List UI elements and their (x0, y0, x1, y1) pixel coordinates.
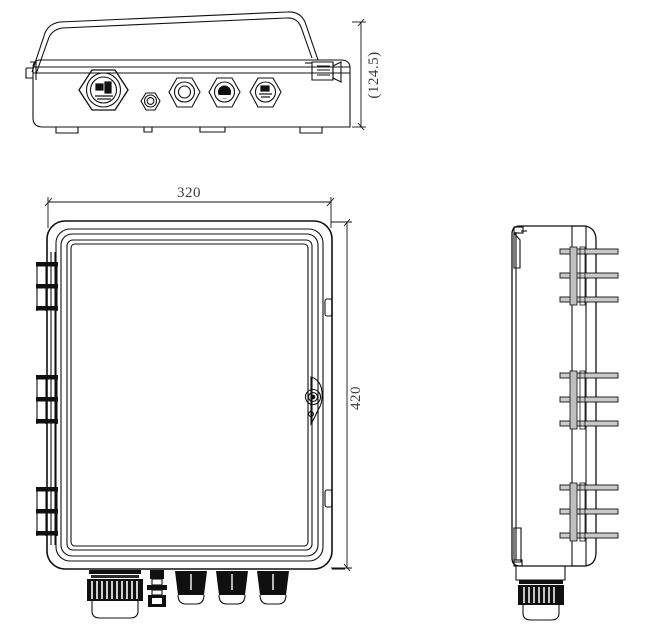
large-gland-ring-inner (89, 76, 118, 104)
top-view-foot-right (299, 127, 323, 134)
connector-cable-gland-4 (249, 77, 282, 108)
dim-arrow-ticks-v2 (343, 218, 351, 572)
top-view-hinge-detail (30, 61, 37, 80)
dimension-front-height (331, 218, 352, 572)
dimension-front-width (44, 197, 335, 228)
gland-c-tip (259, 594, 287, 605)
top-view-latch-lever (332, 61, 342, 83)
ribbed-gland-collar (91, 575, 139, 578)
side-hinge-group-top (559, 246, 619, 306)
side-gland-collar (519, 580, 563, 584)
stepped-shaft (151, 589, 163, 596)
ribbed-gland-tip (91, 601, 139, 619)
gland3-slot (219, 95, 230, 98)
hinge-bottom (36, 487, 58, 536)
large-gland-ring-outer (85, 72, 122, 108)
front-tab-top (324, 298, 333, 317)
dim-arrow-ticks (357, 18, 365, 131)
ribbed-gland-ribs (91, 581, 138, 599)
side-bottom-gland (515, 566, 566, 621)
latch-lock-ring-outer (304, 388, 322, 406)
gland-a (175, 571, 207, 605)
front-tab-bottom (324, 489, 333, 508)
vent-plug-bore (146, 97, 155, 105)
hinge-top (36, 262, 58, 311)
gland-c (257, 571, 289, 605)
stepped-nut-bore (152, 598, 162, 604)
gland-a-tip (177, 594, 205, 605)
side-bottom-corner-tab (513, 559, 523, 567)
stepped-flange (147, 585, 167, 590)
front-latch (304, 376, 323, 426)
top-view-vent-tab (143, 127, 153, 133)
side-bottom-hinge-detail (513, 527, 522, 563)
side-gland-tip (522, 605, 560, 621)
side-gland-ribs (523, 587, 555, 603)
latch-lock-center (310, 394, 316, 400)
large-gland-hex (78, 69, 129, 111)
stepped-neck (151, 578, 163, 586)
latch-lock-ring-mid (307, 391, 319, 403)
top-view-latch-ribs (317, 65, 330, 76)
side-top-hinge-detail (513, 231, 521, 269)
top-view-lid-outline (31, 11, 319, 73)
dimension-label-width: 320 (177, 185, 201, 201)
gland3-hex (208, 77, 241, 108)
vent-plug-ring (143, 94, 158, 108)
side-view (511, 225, 619, 621)
front-outer-shell (46, 220, 333, 570)
dim-arrow-ticks-h (44, 197, 335, 207)
top-view-hinge-flange (25, 67, 33, 79)
latch-screw-hole (308, 411, 314, 417)
gland4-terminal-glyph (259, 85, 272, 98)
gland-b-tip (218, 594, 246, 605)
ribbed-gland-collar-top (89, 570, 141, 574)
top-view-foot-mid (199, 127, 226, 133)
top-view-lid-inner (35, 17, 313, 75)
gland3-ring-outer (213, 81, 236, 103)
gland-stepped-small (147, 570, 167, 607)
large-gland-terminal-glyph (95, 81, 113, 100)
connector-cable-gland-3 (208, 77, 241, 108)
side-gland-body (518, 585, 564, 605)
connector-vent-plug (140, 92, 161, 111)
top-view-latch-body (311, 61, 334, 81)
ribbed-gland-body (87, 579, 143, 601)
latch-lever-body (310, 376, 323, 426)
connector-cable-gland-2 (168, 77, 201, 108)
side-body-outline (511, 225, 597, 567)
top-view (25, 11, 351, 134)
front-view (36, 220, 345, 619)
gland4-ring-outer (254, 81, 277, 103)
gland2-ring-inner (177, 85, 192, 99)
dimension-label-height: 420 (348, 386, 364, 410)
connector-large-cable-gland (78, 69, 129, 111)
gland4-hex (249, 77, 282, 108)
side-hinge-group-middle (559, 370, 619, 430)
side-top-corner-tab (513, 226, 524, 234)
dimension-label-depth: (124.5) (366, 51, 382, 98)
dimension-top-view-height (352, 18, 366, 131)
front-lid-rim-inner (60, 233, 319, 557)
stepped-head (150, 570, 164, 579)
hinge-middle (36, 375, 58, 424)
gland2-hex (168, 77, 201, 108)
gland-b (216, 571, 248, 605)
top-view-foot-left (55, 127, 79, 134)
front-door-panel-inner (70, 243, 309, 547)
gland2-ring-outer (173, 81, 196, 103)
front-lid-rim (55, 228, 324, 562)
vent-plug-hex (140, 92, 161, 111)
gland-ribbed-large (87, 570, 143, 619)
side-hinge-group-bottom (559, 482, 619, 542)
